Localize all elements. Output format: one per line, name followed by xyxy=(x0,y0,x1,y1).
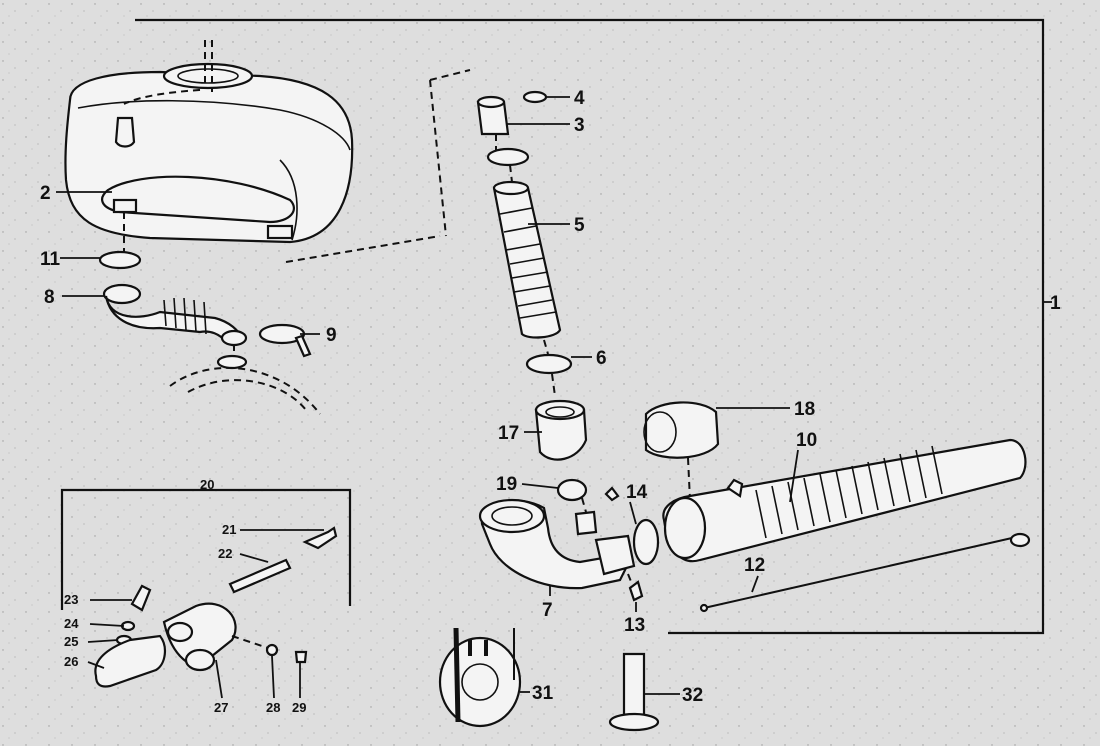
hose-clip-11 xyxy=(98,250,142,270)
callout-24: 24 xyxy=(64,616,79,631)
callout-26: 26 xyxy=(64,654,78,669)
part-23 xyxy=(130,584,152,612)
callout-29: 29 xyxy=(292,700,306,715)
funnel-17 xyxy=(534,399,588,461)
callout-20: 20 xyxy=(200,477,214,492)
kit-20-frame xyxy=(60,488,352,610)
callout-10: 10 xyxy=(796,430,817,451)
clip-under-elbow xyxy=(216,354,248,370)
fuel-tank xyxy=(64,40,354,244)
callout-7: 7 xyxy=(542,600,553,621)
part-29 xyxy=(294,650,308,664)
callout-18: 18 xyxy=(794,399,815,420)
callout-13: 13 xyxy=(624,615,645,636)
callout-11: 11 xyxy=(40,249,61,270)
callout-12: 12 xyxy=(744,555,765,576)
callout-14: 14 xyxy=(626,482,648,503)
assembly-frame xyxy=(135,18,1045,635)
callout-32: 32 xyxy=(682,685,703,706)
part-22 xyxy=(228,558,292,594)
callout-8: 8 xyxy=(44,287,55,308)
callout-3: 3 xyxy=(574,115,585,136)
tank-to-pipe-dashline xyxy=(285,69,471,263)
sleeve-3 xyxy=(476,95,510,136)
callout-1: 1 xyxy=(1050,293,1061,314)
sleeve-18 xyxy=(643,401,720,459)
part-32-tube xyxy=(608,652,660,732)
o-ring-14 xyxy=(632,518,660,566)
part-21 xyxy=(302,526,338,550)
callout-28: 28 xyxy=(266,700,280,715)
o-ring-4 xyxy=(522,90,548,104)
callout-19: 19 xyxy=(496,474,517,495)
callout-17: 17 xyxy=(498,423,519,444)
cap-19 xyxy=(556,478,588,502)
part-31-plate xyxy=(438,627,522,728)
small-clip xyxy=(604,486,620,502)
kit-parts-20 xyxy=(94,526,338,688)
callout-21: 21 xyxy=(222,522,236,537)
callout-6: 6 xyxy=(596,348,607,369)
leader-lines xyxy=(56,96,799,699)
callout-23: 23 xyxy=(64,592,78,607)
hose-clip-6 xyxy=(525,353,573,375)
flexible-hose-10 xyxy=(662,438,1027,563)
callout-2: 2 xyxy=(40,183,51,204)
hose-clip-upper xyxy=(486,147,530,167)
clamp-9 xyxy=(258,323,312,358)
callout-5: 5 xyxy=(574,215,585,236)
corrugated-hose-5 xyxy=(492,180,562,339)
part-28 xyxy=(265,643,279,657)
frame-arc-dashline xyxy=(169,367,321,415)
callout-4: 4 xyxy=(574,88,585,109)
clip-13 xyxy=(628,580,644,602)
part-27 xyxy=(162,602,237,666)
callout-9: 9 xyxy=(326,325,337,346)
callout-27: 27 xyxy=(214,700,228,715)
rod-12 xyxy=(699,532,1031,613)
callout-22: 22 xyxy=(218,546,232,561)
elbow-fitting-7 xyxy=(478,498,636,590)
part-26 xyxy=(94,634,166,688)
callout-25: 25 xyxy=(64,634,78,649)
callout-31: 31 xyxy=(532,683,554,704)
